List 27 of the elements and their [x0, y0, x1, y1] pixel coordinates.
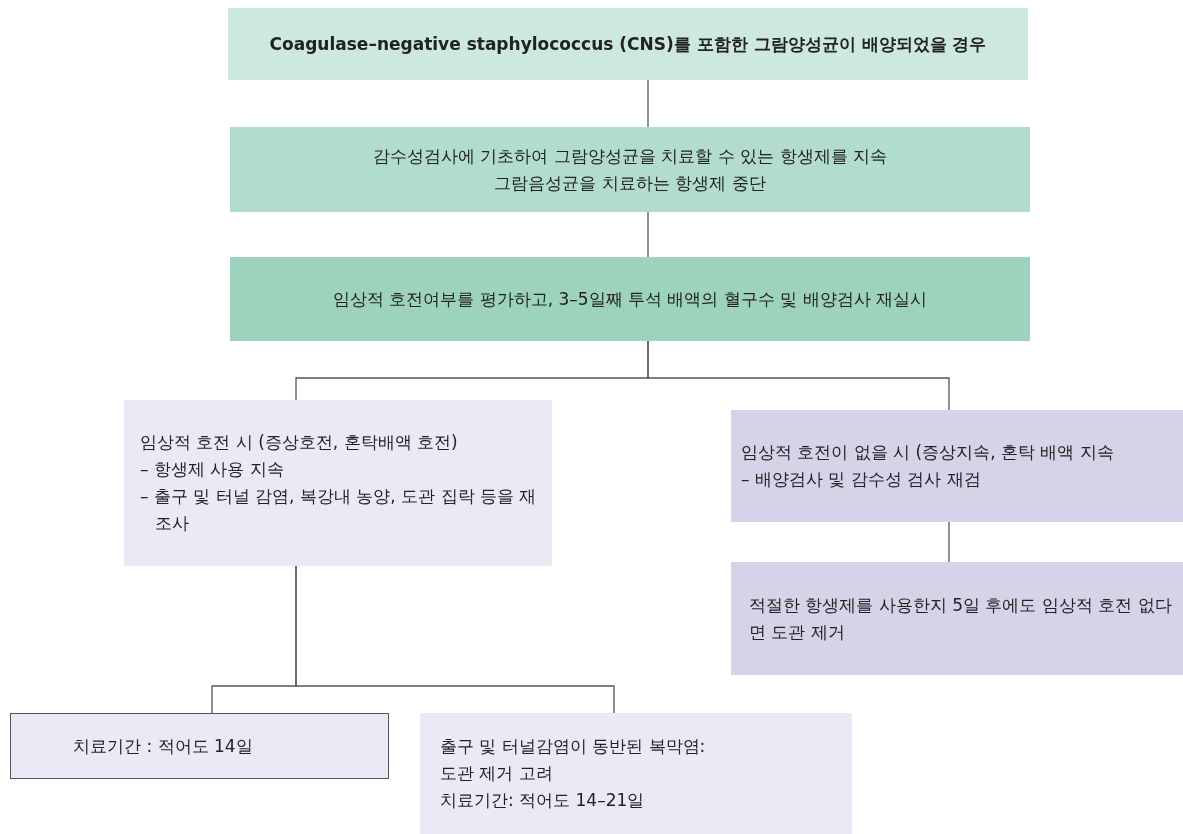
box-text: – 항생제 사용 지속 — [140, 458, 285, 481]
process-box — [228, 8, 1028, 80]
process-box — [230, 127, 1030, 212]
box-text: 임상적 호전여부를 평가하고, 3–5일째 투석 배액의 혈구수 및 배양검사 재실시 — [331, 287, 929, 311]
box-text: – 출구 및 터널 감염, 복강내 농양, 도관 집락 등을 재조사 — [140, 485, 538, 535]
connector-line — [647, 340, 950, 411]
box-text: 임상적 호전 시 (증상호전, 혼탁배액 호전) — [140, 431, 459, 454]
box-text: 출구 및 터널감염이 동반된 복막염: — [440, 735, 707, 758]
connector-line — [647, 79, 649, 128]
process-box — [731, 562, 1183, 675]
connector-line — [948, 521, 950, 563]
connector-line — [647, 211, 649, 258]
box-text: Coagulase–negative staphylococcus (CNS)를 포함한 그람양성균이 배양되었을 경우 — [268, 32, 988, 56]
box-text: 도관 제거 고려 — [440, 762, 554, 785]
box-text: 적절한 항생제를 사용한지 5일 후에도 임상적 호전 없다면 도관 제거 — [749, 593, 1173, 644]
process-box — [731, 410, 1183, 522]
box-text: 그람음성균을 치료하는 항생제 중단 — [493, 171, 767, 195]
process-box — [124, 400, 552, 566]
box-text: 임상적 호전이 없을 시 (증상지속, 혼탁 배액 지속 — [741, 441, 1115, 464]
connector-line — [295, 565, 615, 714]
box-text: 감수성검사에 기초하여 그람양성균을 치료할 수 있는 항생제를 지속 — [372, 144, 888, 168]
process-box — [230, 257, 1030, 341]
box-text: 치료기간 : 적어도 14일 — [73, 734, 254, 758]
process-box — [10, 713, 389, 779]
box-text: 치료기간: 적어도 14–21일 — [440, 789, 646, 812]
box-text: – 배양검사 및 감수성 검사 재검 — [741, 468, 982, 491]
process-box — [420, 713, 852, 834]
